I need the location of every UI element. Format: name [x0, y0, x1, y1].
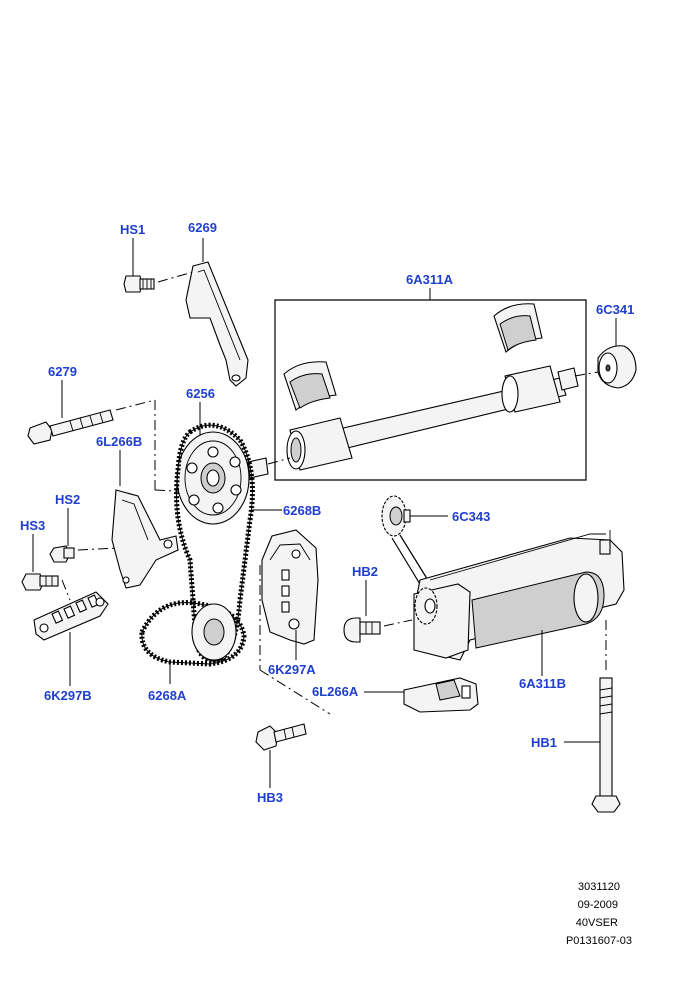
- label-hs3: HS3: [20, 518, 45, 533]
- label-6c343: 6C343: [452, 509, 490, 524]
- label-6269: 6269: [188, 220, 217, 235]
- camshaft-kit-6a311a: [274, 288, 587, 481]
- label-hb2: HB2: [352, 564, 378, 579]
- label-hb3: HB3: [257, 790, 283, 805]
- label-hb1: HB1: [531, 735, 557, 750]
- bolt-hb1: [564, 677, 621, 813]
- cam-carrier-6a311b: [413, 530, 625, 676]
- label-6a311b: 6A311B: [519, 676, 566, 691]
- tensioner-6l266b: [111, 450, 179, 589]
- label-hs1: HS1: [120, 222, 145, 237]
- chain-6268b: [174, 422, 282, 664]
- guide-6k297b: [33, 591, 109, 686]
- label-6k297a: 6K297A: [268, 662, 316, 677]
- seal-6c341: [574, 318, 637, 389]
- meta-code: P0131607-03: [566, 935, 632, 947]
- sprocket-6256: [176, 402, 291, 525]
- bolt-6279: [27, 380, 196, 493]
- label-6256: 6256: [186, 386, 215, 401]
- bolt-hs3: [21, 534, 71, 601]
- meta-date: 09-2009: [578, 899, 618, 911]
- tensioner-6l266a: [364, 677, 479, 713]
- label-6279: 6279: [48, 364, 77, 379]
- chain-6268a: [139, 600, 247, 684]
- label-6l266a: 6L266A: [312, 684, 359, 699]
- label-6268a: 6268A: [148, 688, 187, 703]
- label-6k297b: 6K297B: [44, 688, 92, 703]
- label-6a311a: 6A311A: [406, 272, 454, 287]
- label-6c341: 6C341: [596, 302, 634, 317]
- label-hs2: HS2: [55, 492, 80, 507]
- bolt-hs2: [49, 508, 119, 563]
- guide-6k297a: [259, 529, 331, 715]
- label-6l266b: 6L266B: [96, 434, 142, 449]
- bolt-hb2: [343, 580, 413, 643]
- label-6268b: 6268B: [283, 503, 321, 518]
- meta-ref: 3031120: [578, 881, 620, 893]
- bracket-6269: [185, 238, 249, 387]
- bolt-hs1: [123, 238, 201, 293]
- meta-model: 40VSER: [576, 917, 618, 929]
- bolt-hb3: [255, 723, 307, 788]
